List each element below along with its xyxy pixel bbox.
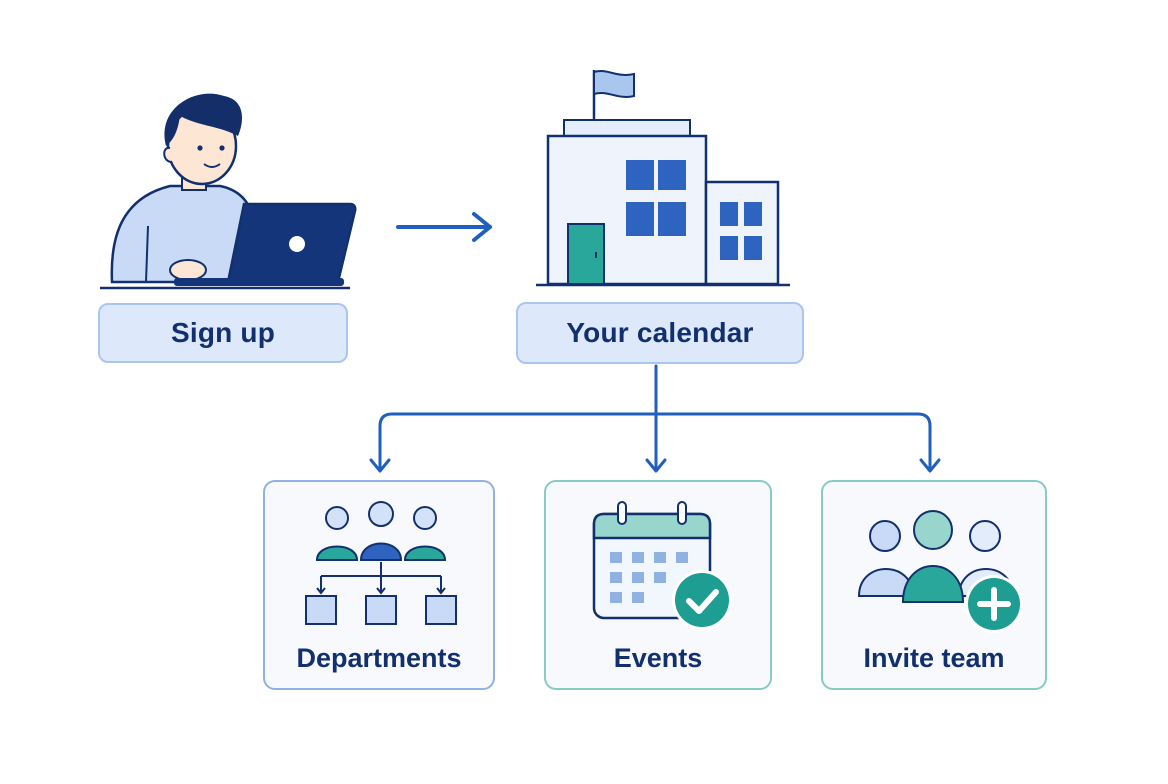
- events-card[interactable]: Events: [544, 480, 772, 690]
- events-label: Events: [613, 643, 703, 673]
- org-chart-icon: [305, 501, 457, 625]
- calendar-check-icon: [592, 501, 732, 630]
- arrow-right-icon: [396, 212, 492, 242]
- signup-step-label: Sign up: [98, 303, 348, 363]
- team-add-icon: [857, 510, 1023, 633]
- calendar-step-label: Your calendar: [516, 302, 804, 364]
- invite-team-card[interactable]: Invite team: [821, 480, 1047, 690]
- departments-card[interactable]: Departments: [263, 480, 495, 690]
- office-building-icon: [536, 70, 790, 287]
- departments-label: Departments: [296, 643, 462, 673]
- person-at-laptop-icon: [100, 93, 357, 290]
- invite-team-label: Invite team: [863, 643, 1005, 673]
